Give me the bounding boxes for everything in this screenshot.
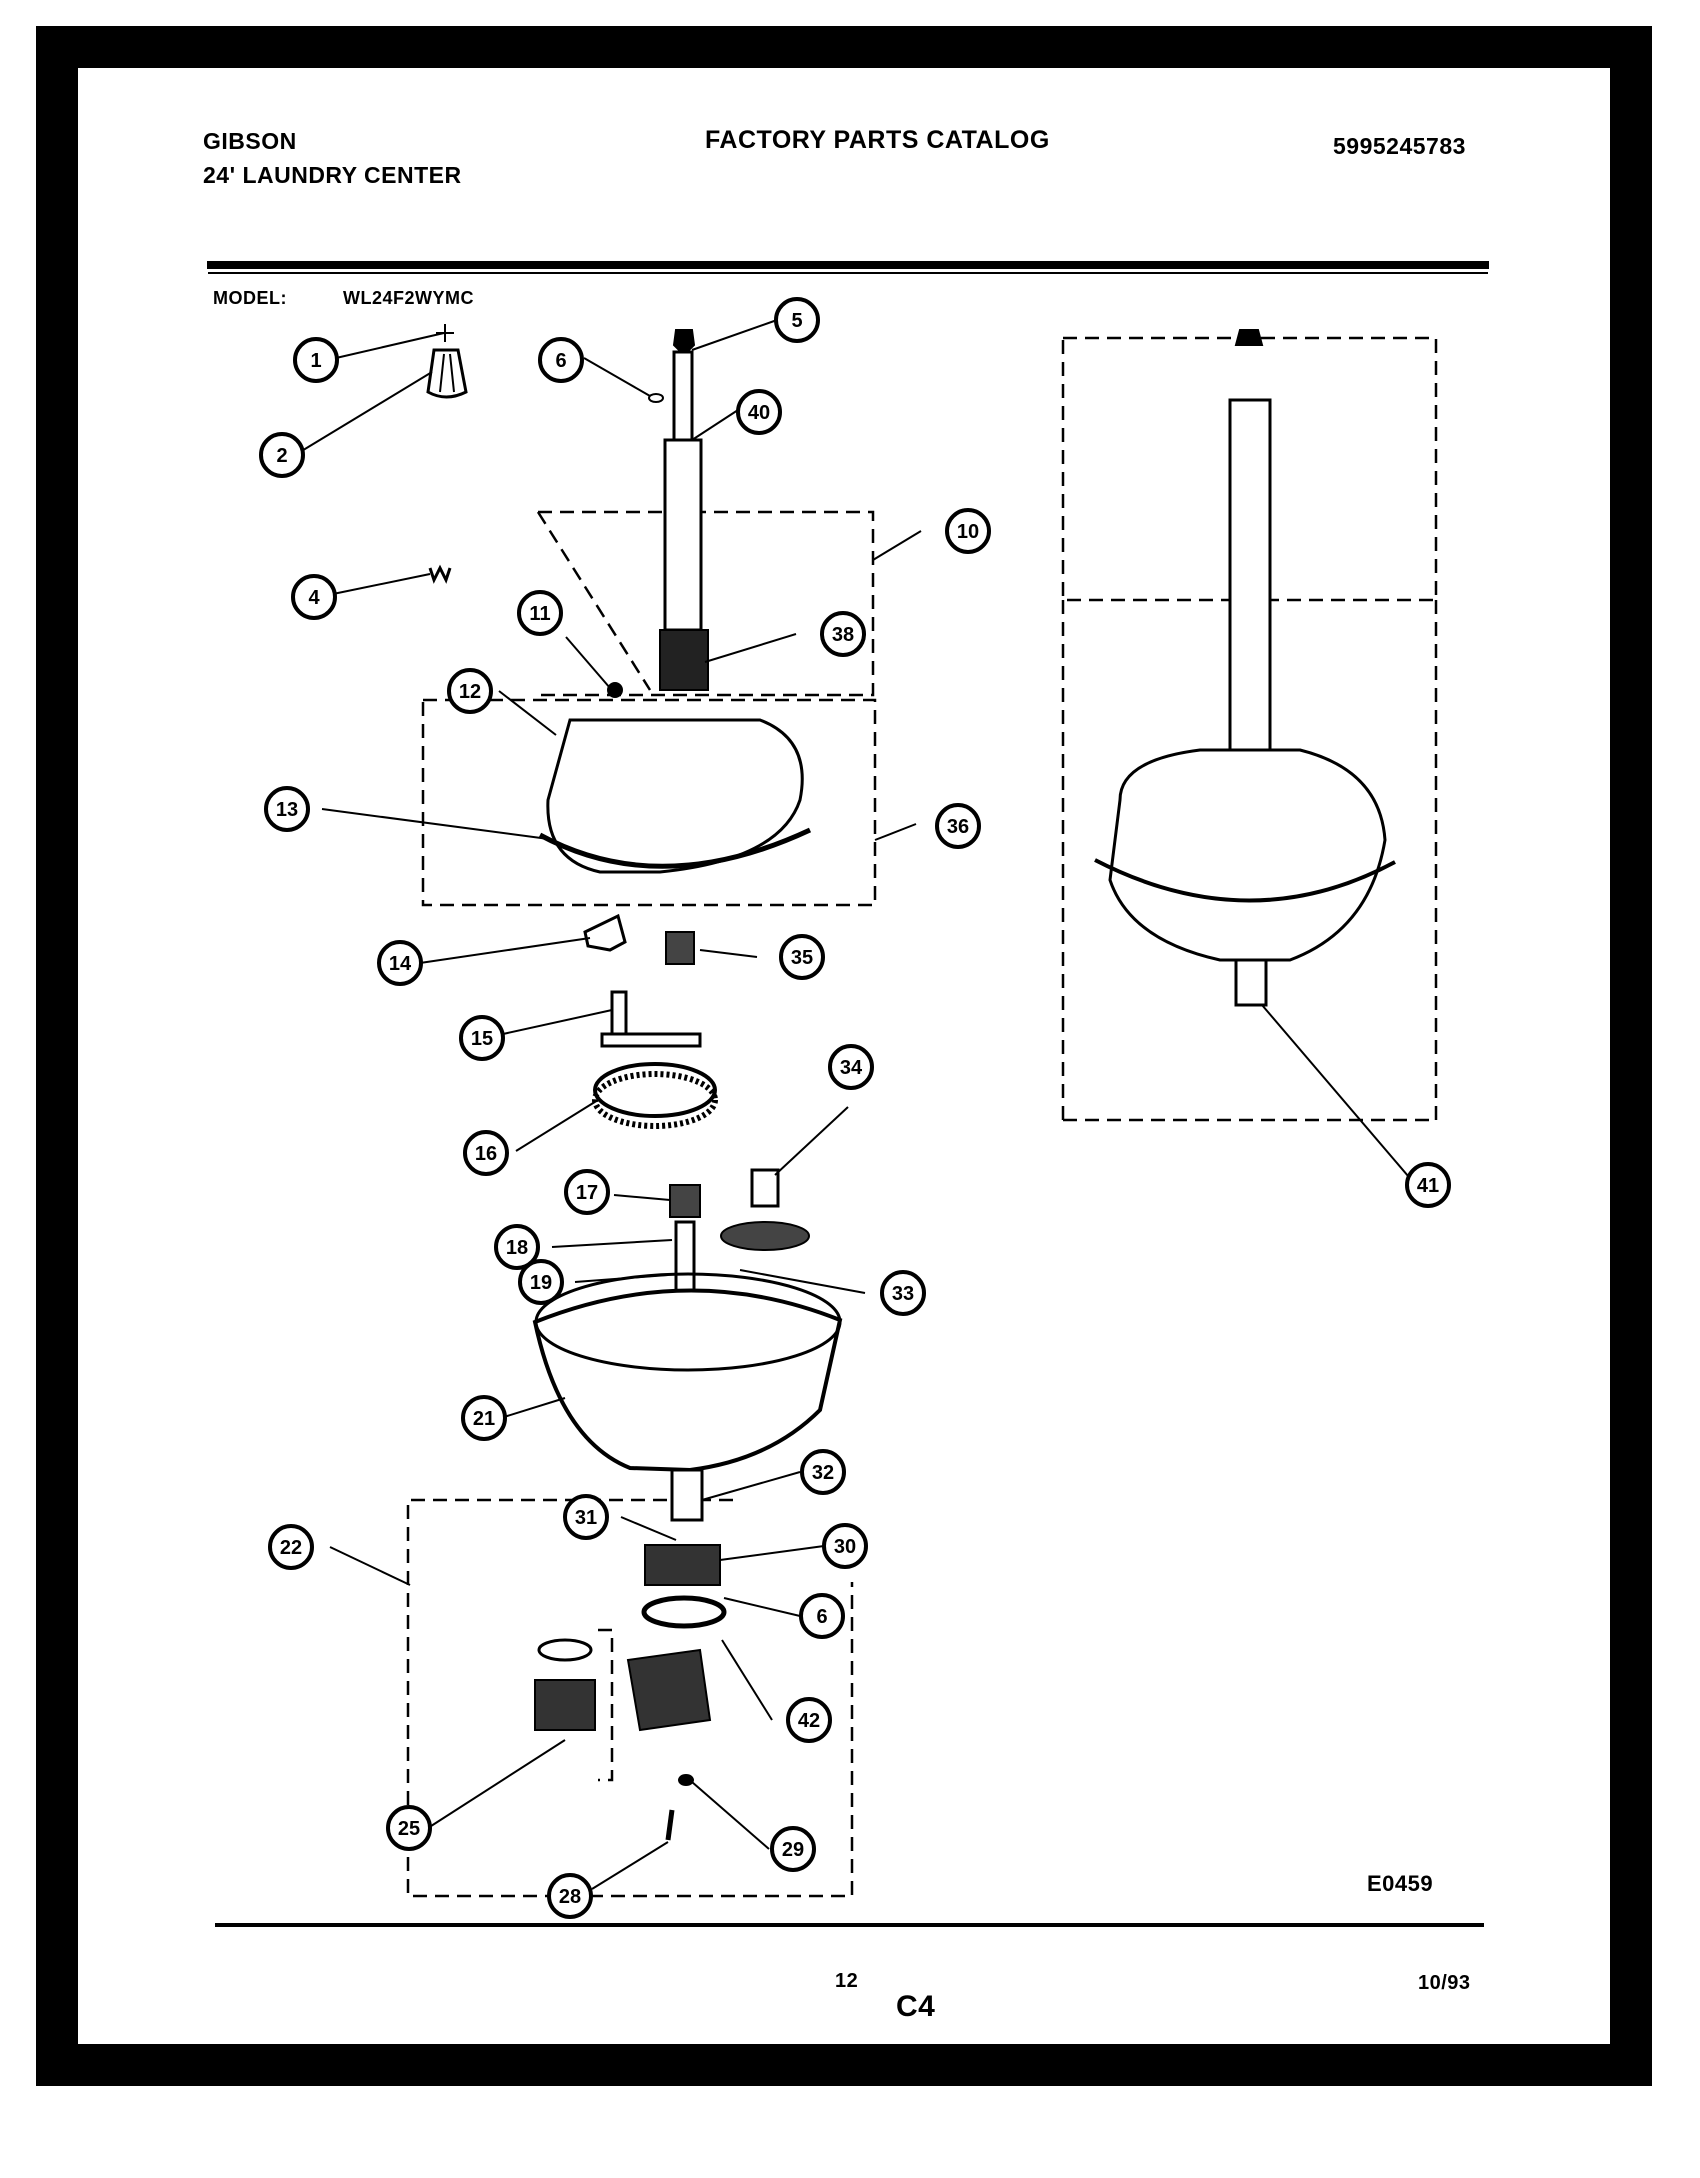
callout-label: 18 xyxy=(506,1237,528,1259)
callout-circles xyxy=(259,297,1451,1919)
callout-label: 13 xyxy=(276,799,298,821)
callout-label: 16 xyxy=(475,1143,497,1165)
callout-label: 10 xyxy=(957,521,979,543)
crank-pin-15 xyxy=(610,990,628,1036)
callout-label: 31 xyxy=(575,1507,597,1529)
agitator-cap-part xyxy=(426,348,468,399)
callout-label: 4 xyxy=(308,587,320,609)
callout-label: 38 xyxy=(832,624,854,646)
pulley-25 xyxy=(534,1679,596,1731)
callout-label: 6 xyxy=(816,1606,827,1628)
gearcase-21 xyxy=(532,1288,843,1473)
catalog-title: FACTORY PARTS CATALOG xyxy=(705,126,1050,154)
callout-label: 14 xyxy=(389,953,412,975)
callout-label: 1 xyxy=(310,350,321,372)
shaft-top xyxy=(672,329,696,357)
callout-label: 5 xyxy=(791,310,802,332)
page-number: 12 xyxy=(835,1970,859,1992)
callout-label: 15 xyxy=(471,1028,493,1050)
callout-label: 28 xyxy=(559,1886,581,1908)
screw-11 xyxy=(607,682,623,698)
page-frame xyxy=(36,26,1652,2086)
shaft-seal xyxy=(659,629,709,691)
callout-label: 22 xyxy=(280,1537,302,1559)
assembled-gearcase xyxy=(1108,748,1387,962)
callout-label: 41 xyxy=(1417,1175,1439,1197)
shaft-32 xyxy=(670,1468,704,1522)
callout-label: 25 xyxy=(398,1818,420,1840)
callout-label: 42 xyxy=(798,1710,820,1732)
callout-label: 35 xyxy=(791,947,813,969)
callout-label: 30 xyxy=(834,1536,856,1558)
pulley-42 xyxy=(626,1648,712,1732)
nut-29 xyxy=(678,1774,694,1786)
leader-lines xyxy=(299,319,1415,1890)
callout-label: 32 xyxy=(812,1462,834,1484)
callout-label: 29 xyxy=(782,1839,804,1861)
pinion-35 xyxy=(665,931,695,965)
ring-42 xyxy=(641,1595,727,1629)
pinion-17 xyxy=(669,1184,701,1218)
callout-label: 6 xyxy=(555,350,566,372)
callout-label: 21 xyxy=(473,1408,495,1430)
section-code: C4 xyxy=(896,1990,936,2023)
dashed-group-boxes xyxy=(406,336,1438,1898)
callout-label: 2 xyxy=(276,445,287,467)
callout-label: 11 xyxy=(529,603,550,625)
model-number: WL24F2WYMC xyxy=(343,288,474,308)
callout-label: 36 xyxy=(947,816,969,838)
gear-34 xyxy=(750,1168,780,1208)
callout-label: 34 xyxy=(840,1057,863,1079)
part-14 xyxy=(583,913,627,952)
product-name: 24' LAUNDRY CENTER xyxy=(203,162,462,188)
ring-part xyxy=(648,393,664,403)
callout-label: 17 xyxy=(576,1182,598,1204)
shaft-lower xyxy=(663,438,703,632)
shaft-upper xyxy=(672,350,694,442)
brand-name: GIBSON xyxy=(203,128,297,154)
callout-label: 19 xyxy=(530,1272,552,1294)
bolt-28 xyxy=(665,1809,675,1841)
callout-label: 40 xyxy=(748,402,770,424)
model-label: MODEL: xyxy=(213,288,287,308)
clutch-30 xyxy=(644,1544,721,1586)
gearcase-gasket xyxy=(538,827,812,869)
ring-25a xyxy=(537,1638,593,1662)
figure-code: E0459 xyxy=(1367,1871,1434,1896)
callout-label: 12 xyxy=(459,681,481,703)
assembled-shaft xyxy=(1228,398,1272,770)
header-rule-thick xyxy=(207,261,1489,269)
clip-part xyxy=(428,564,452,584)
callout-label: 33 xyxy=(892,1283,914,1305)
catalog-number: 5995245783 xyxy=(1333,133,1466,159)
date-code: 10/93 xyxy=(1418,1972,1471,1994)
